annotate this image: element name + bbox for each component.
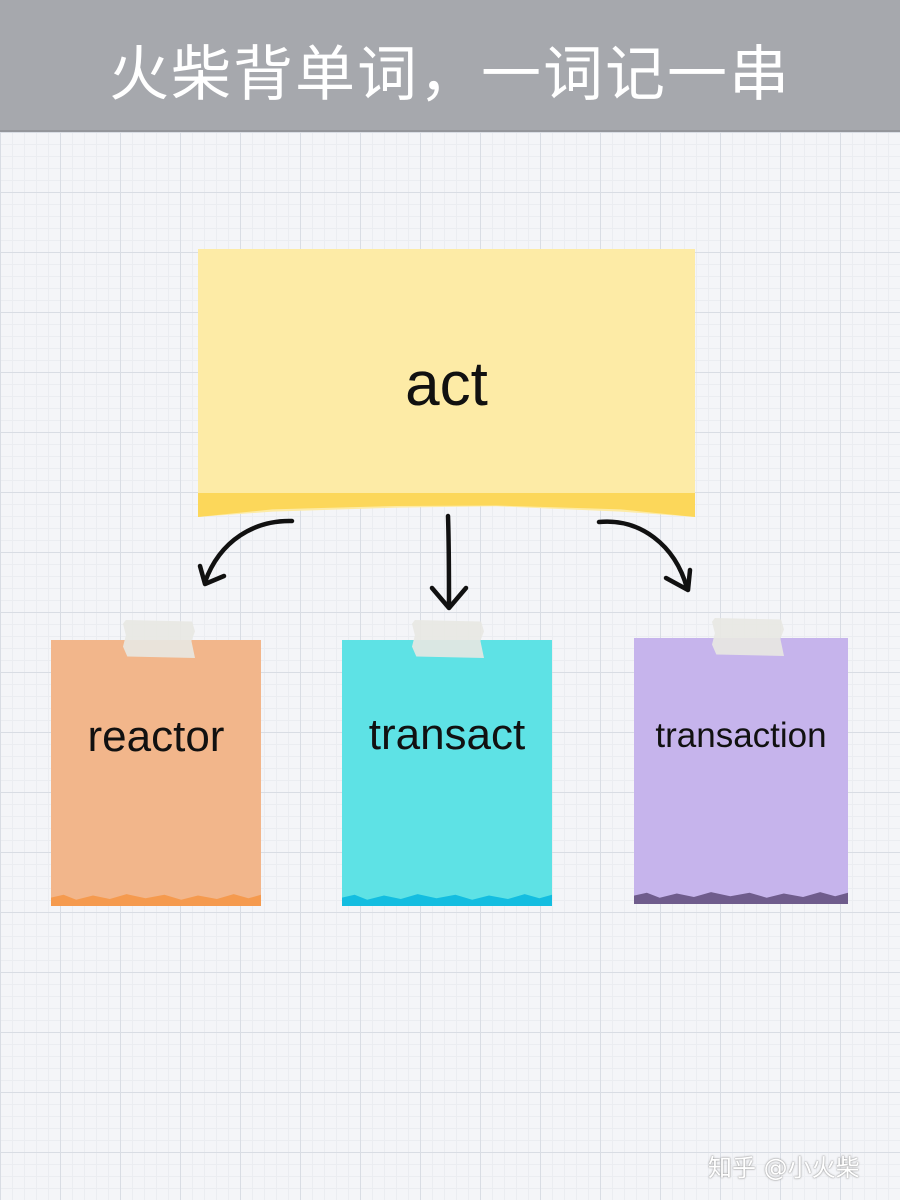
card-transaction-paper: [634, 638, 848, 900]
root-word-note: act: [198, 249, 695, 517]
root-word: act: [405, 350, 488, 419]
card-reactor-paper: [51, 640, 261, 902]
card-transact-torn-edge: [342, 894, 552, 906]
arrowhead-transact: [429, 585, 469, 611]
card-transact: transact: [342, 620, 552, 906]
card-transaction-word: transaction: [655, 716, 827, 755]
tape-strip: [412, 620, 484, 658]
arrow-to-transact: [445, 513, 452, 609]
title-banner: 火柴背单词，一词记一串: [0, 0, 900, 132]
tape-strip: [712, 618, 784, 656]
card-reactor-torn-edge: [51, 894, 261, 906]
arrowhead-reactor: [197, 563, 227, 587]
arrowhead-transaction: [663, 567, 693, 593]
card-reactor: reactor: [51, 620, 261, 906]
card-transaction-torn-edge: [634, 892, 848, 904]
page-title: 火柴背单词，一词记一串: [109, 40, 791, 110]
root-note-paper: [198, 249, 695, 517]
card-reactor-word: reactor: [87, 712, 225, 761]
arrow-to-reactor: [202, 518, 295, 585]
card-transaction: transaction: [634, 618, 848, 904]
card-transact-paper: [342, 640, 552, 902]
watermark-credit: 知乎 @小火柴: [708, 1154, 860, 1182]
tape-strip: [123, 620, 195, 658]
arrow-to-transaction: [596, 519, 690, 591]
card-transact-word: transact: [368, 710, 526, 759]
